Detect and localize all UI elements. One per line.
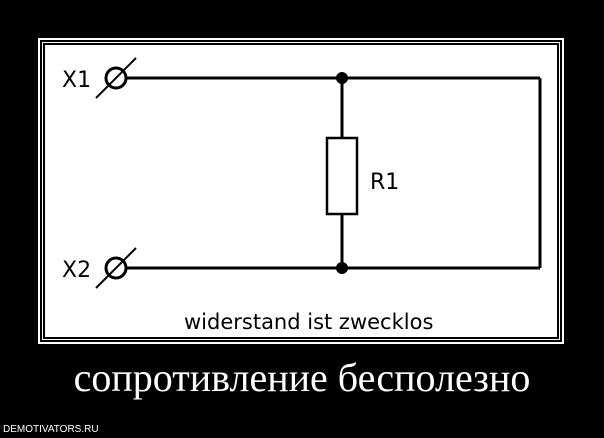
- junction-bottom: [336, 262, 348, 274]
- schematic-note: widerstand ist zwecklos: [184, 310, 433, 334]
- resistor-r1-label: R1: [370, 170, 399, 195]
- terminal-x1-slash: [95, 57, 137, 99]
- poster-caption: сопротивление бесполезно: [73, 355, 531, 400]
- circuit-schematic: X1 X2 R1 widerstand ist zwecklos: [43, 43, 559, 339]
- terminal-x2-slash: [95, 247, 137, 289]
- terminal-x2-label: X2: [62, 258, 91, 283]
- junction-top: [336, 72, 348, 84]
- drawing-border: [43, 43, 559, 339]
- poster-frame: [38, 38, 564, 344]
- circuit-picture: X1 X2 R1 widerstand ist zwecklos: [42, 42, 560, 340]
- resistor-r1: [325, 136, 359, 216]
- site-watermark: DEMOTIVATORS.RU: [3, 424, 99, 435]
- terminal-x1-label: X1: [62, 68, 91, 93]
